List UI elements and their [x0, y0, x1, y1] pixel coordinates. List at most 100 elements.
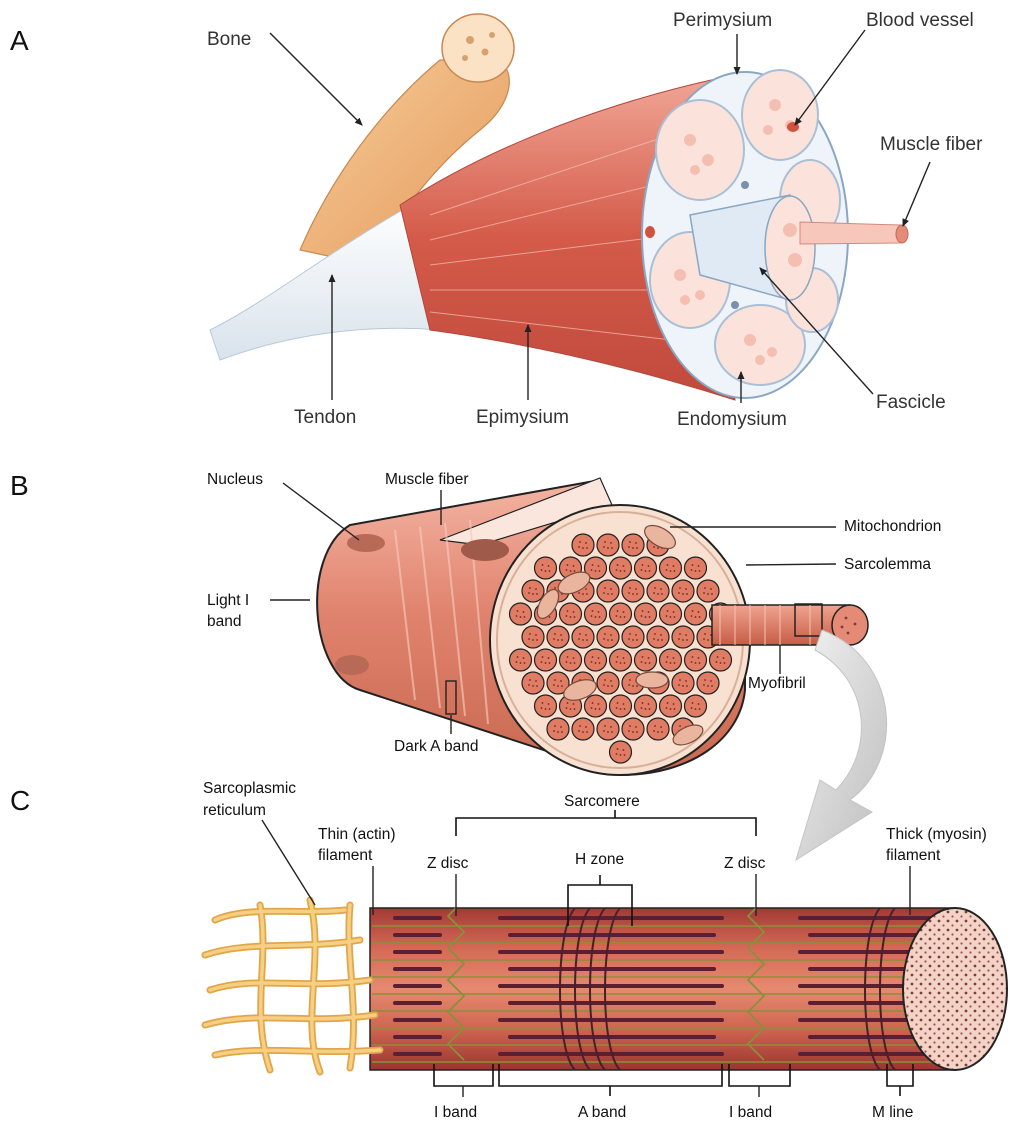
myofilament-dot [570, 662, 572, 664]
myofibril-circle [597, 626, 619, 648]
myofilament-dot [532, 639, 534, 641]
myofilament-dot [641, 615, 643, 617]
label-sarcoplasmic-line2: reticulum [203, 802, 266, 819]
myofibril-circle [560, 603, 582, 625]
myofilament-dot [635, 588, 637, 590]
myofibril-circle [635, 649, 657, 671]
myofilament-dot [549, 662, 551, 664]
label-thick-line2: filament [886, 847, 941, 864]
myofibril-circle [635, 695, 657, 717]
myofilament-dot [645, 570, 647, 572]
myofilament-dot [549, 708, 551, 710]
myofilament-dot [679, 679, 681, 681]
myofilament-dot [610, 634, 612, 636]
myofilament-dot [628, 546, 630, 548]
myofilament-dot [567, 702, 569, 704]
myofibril-circle [660, 695, 682, 717]
myofilament-dot [648, 703, 650, 705]
myofilament-dot [582, 547, 584, 549]
myofilament-dot [716, 661, 718, 663]
myofilament-dot [628, 684, 630, 686]
myofilament-dot [532, 593, 534, 595]
myofilament-dot [667, 610, 669, 612]
myofilament-dot [566, 569, 568, 571]
myofibril-circle [635, 557, 657, 579]
myofilament-dot [570, 708, 572, 710]
panel-b: B [10, 470, 941, 860]
myofilament-dot [574, 570, 576, 572]
myofilament-dot [657, 593, 659, 595]
myofilament-dot [616, 707, 618, 709]
myofilament-dot [666, 569, 668, 571]
myofilament-dot [720, 662, 722, 664]
myofilament-dot [698, 657, 700, 659]
label-fascicle: Fascicle [876, 392, 946, 413]
myofilament-dot [557, 731, 559, 733]
myofibril-circle [622, 534, 644, 556]
myofibril-circle [685, 649, 707, 671]
myofilament-dot [567, 564, 569, 566]
myofilament-dot [685, 680, 687, 682]
myofilament-dot [573, 657, 575, 659]
myofilament-dot [670, 708, 672, 710]
myofilament-dot [636, 547, 638, 549]
myofilament-dot [660, 726, 662, 728]
myofilament-dot [674, 708, 676, 710]
myofilament-dot [599, 662, 601, 664]
myofilament-dot [561, 639, 563, 641]
myofilament-dot [654, 587, 656, 589]
sarcoplasmic-reticulum [205, 900, 395, 1072]
myofilament-dot [611, 547, 613, 549]
myofibril-circle [660, 557, 682, 579]
myofilament-dot [599, 708, 601, 710]
myofibril-circle [647, 580, 669, 602]
myofilament-dot [582, 731, 584, 733]
myofilament-dot [523, 657, 525, 659]
myofilament-dot [670, 662, 672, 664]
myofilament-dot [603, 546, 605, 548]
myofilament-dot [649, 708, 651, 710]
myofilament-dot [591, 615, 593, 617]
myofilament-dot [699, 616, 701, 618]
myofilament-dot [592, 610, 594, 612]
label-light-band-line1: Light I [207, 592, 249, 609]
myofilament-dot [548, 657, 550, 659]
myofilament-dot [698, 703, 700, 705]
myofibril-circle [660, 603, 682, 625]
myofibril-circle [660, 649, 682, 671]
myofibril-circle [585, 695, 607, 717]
myofilament-dot [611, 639, 613, 641]
myofilament-dot [642, 610, 644, 612]
myofilament-dot [607, 731, 609, 733]
myofilament-dot [691, 707, 693, 709]
myofilament-dot [536, 639, 538, 641]
myofibril-circle [622, 580, 644, 602]
myofilament-dot [673, 565, 675, 567]
myofilament-dot [620, 570, 622, 572]
myofibril-circle [522, 672, 544, 694]
myofibril-circle [610, 557, 632, 579]
myofilament-dot [629, 679, 631, 681]
myofilament-dot [574, 616, 576, 618]
myofilament-dot [660, 634, 662, 636]
myofilament-dot [557, 685, 559, 687]
myofilament-dot [570, 570, 572, 572]
myofilament-dot [528, 592, 530, 594]
myofilament-dot [616, 615, 618, 617]
myofilament-dot [620, 616, 622, 618]
myofibril-circle [710, 649, 732, 671]
myofilament-dot [585, 634, 587, 636]
myofilament-dot [529, 679, 531, 681]
myofilament-dot [657, 547, 659, 549]
myofilament-dot [666, 661, 668, 663]
myofilament-dot [560, 634, 562, 636]
myofilament-dot [653, 638, 655, 640]
myofilament-dot [667, 564, 669, 566]
myofilament-dot [654, 633, 656, 635]
label-mitochondrion: Mitochondrion [844, 518, 941, 535]
nucleus-shape-lower [335, 655, 369, 675]
myofibril-circle [547, 626, 569, 648]
nucleus-shape [347, 534, 385, 552]
myofilament-dot [607, 685, 609, 687]
myofilament-dot [610, 726, 612, 728]
